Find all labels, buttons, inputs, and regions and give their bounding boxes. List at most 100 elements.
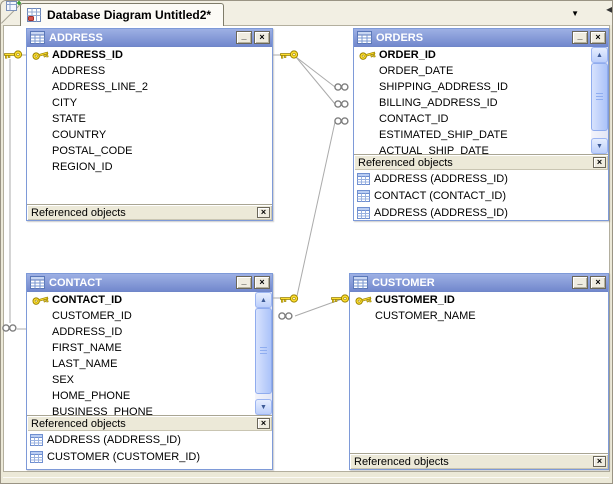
table-icon [30, 434, 43, 446]
table-icon [30, 451, 43, 463]
column-list: CUSTOMER_ID CUSTOMER_NAME [350, 292, 608, 454]
orders-titlebar[interactable]: ORDERS _ × [354, 29, 608, 47]
column-row[interactable]: POSTAL_CODE [27, 143, 272, 159]
referenced-objects-bar[interactable]: Referenced objects × [27, 415, 272, 431]
scroll-up-icon[interactable]: ▲ [591, 47, 608, 63]
referenced-object-row[interactable]: ADDRESS (ADDRESS_ID) [354, 204, 608, 220]
close-button[interactable]: × [254, 31, 270, 44]
address-titlebar[interactable]: ADDRESS _ × [27, 29, 272, 47]
referenced-objects-list: ADDRESS (ADDRESS_ID) CUSTOMER (CUSTOMER_… [27, 431, 272, 469]
tab-scroll-icon[interactable]: ◄ [604, 4, 612, 20]
scroll-down-icon[interactable]: ▼ [591, 138, 608, 154]
column-name: LAST_NAME [52, 358, 118, 370]
table-icon [30, 276, 45, 289]
table-title: ADDRESS [49, 31, 103, 44]
column-row[interactable]: ORDER_ID [354, 47, 591, 63]
panel-close-icon[interactable]: × [257, 207, 270, 218]
column-name: CUSTOMER_ID [375, 294, 455, 306]
column-name: CUSTOMER_ID [52, 310, 132, 322]
referenced-objects-bar[interactable]: Referenced objects × [27, 204, 272, 220]
column-row[interactable]: ADDRESS_LINE_2 [27, 79, 272, 95]
referenced-object-row[interactable]: ADDRESS (ADDRESS_ID) [27, 431, 272, 448]
vertical-scrollbar[interactable]: ▲ ▼ [591, 47, 608, 154]
column-name: CUSTOMER_NAME [375, 310, 476, 322]
column-row[interactable]: CUSTOMER_NAME [350, 308, 608, 324]
column-row[interactable]: ESTIMATED_SHIP_DATE [354, 127, 591, 143]
column-name: CONTACT_ID [379, 113, 449, 125]
panel-close-icon[interactable]: × [257, 418, 270, 429]
column-list: CONTACT_ID CUSTOMER_ID [27, 292, 255, 415]
referenced-objects-bar[interactable]: Referenced objects × [350, 453, 608, 469]
column-row[interactable]: BUSINESS_PHONE [27, 404, 255, 415]
scrollbar-thumb[interactable] [255, 308, 272, 394]
column-row[interactable]: CONTACT_ID [354, 111, 591, 127]
scrollbar-thumb[interactable] [591, 63, 608, 131]
close-button[interactable]: × [254, 276, 270, 289]
close-button[interactable]: × [590, 31, 606, 44]
column-row[interactable]: CUSTOMER_ID [27, 308, 255, 324]
column-row[interactable]: SHIPPING_ADDRESS_ID [354, 79, 591, 95]
referenced-object-row[interactable]: ADDRESS (ADDRESS_ID) [354, 170, 608, 187]
column-name: ADDRESS_ID [52, 326, 123, 338]
table-title: ORDERS [376, 31, 424, 44]
minimize-button[interactable]: _ [236, 31, 252, 44]
column-row[interactable]: CITY [27, 95, 272, 111]
minimize-button[interactable]: _ [572, 276, 588, 289]
tab-database-diagram[interactable]: Database Diagram Untitled2* [20, 3, 225, 26]
frame-highlight [3, 477, 609, 478]
column-name: STATE [52, 113, 86, 125]
tab-dropdown-icon[interactable]: ▼ [571, 9, 579, 18]
panel-close-icon[interactable]: × [593, 157, 606, 168]
table-icon [357, 207, 370, 219]
column-name: ADDRESS_ID [52, 49, 123, 61]
column-row[interactable]: CONTACT_ID [27, 292, 255, 308]
column-name: ADDRESS_LINE_2 [52, 81, 148, 93]
referenced-object-label: CUSTOMER (CUSTOMER_ID) [47, 451, 200, 463]
minimize-button[interactable]: _ [572, 31, 588, 44]
minimize-button[interactable]: _ [236, 276, 252, 289]
column-row[interactable]: BILLING_ADDRESS_ID [354, 95, 591, 111]
column-name: ESTIMATED_SHIP_DATE [379, 129, 508, 141]
close-button[interactable]: × [590, 276, 606, 289]
column-name: ADDRESS [52, 65, 106, 77]
referenced-objects-label: Referenced objects [354, 455, 449, 468]
scroll-down-icon[interactable]: ▼ [255, 399, 272, 415]
column-row[interactable]: CUSTOMER_ID [350, 292, 608, 308]
referenced-objects-label: Referenced objects [31, 417, 126, 430]
scroll-up-icon[interactable]: ▲ [255, 292, 272, 308]
referenced-objects-bar[interactable]: Referenced objects × [354, 154, 608, 170]
column-row[interactable]: SEX [27, 372, 255, 388]
referenced-object-row[interactable]: CUSTOMER (CUSTOMER_ID) [27, 448, 272, 465]
column-name: HOME_PHONE [52, 390, 131, 402]
column-row[interactable]: ORDER_DATE [354, 63, 591, 79]
column-row[interactable]: HOME_PHONE [27, 388, 255, 404]
column-row[interactable]: ADDRESS [27, 63, 272, 79]
table-icon [357, 31, 372, 44]
column-row[interactable]: STATE [27, 111, 272, 127]
customer-titlebar[interactable]: CUSTOMER _ × [350, 274, 608, 292]
referenced-object-label: ADDRESS (ADDRESS_ID) [47, 434, 181, 446]
column-row[interactable]: ACTUAL_SHIP_DATE [354, 143, 591, 154]
column-row[interactable]: ADDRESS_ID [27, 47, 272, 63]
referenced-object-label: ADDRESS (ADDRESS_ID) [374, 173, 508, 185]
primary-key-icon [355, 294, 372, 306]
column-row[interactable]: COUNTRY [27, 127, 272, 143]
contact-titlebar[interactable]: CONTACT _ × [27, 274, 272, 292]
column-name: FIRST_NAME [52, 342, 122, 354]
primary-key-icon [32, 49, 49, 61]
column-row[interactable]: LAST_NAME [27, 356, 255, 372]
column-name: BILLING_ADDRESS_ID [379, 97, 498, 109]
column-row[interactable]: FIRST_NAME [27, 340, 255, 356]
panel-close-icon[interactable]: × [593, 456, 606, 467]
referenced-objects-label: Referenced objects [358, 156, 453, 169]
column-row[interactable]: ADDRESS_ID [27, 324, 255, 340]
referenced-object-row[interactable]: CONTACT (CONTACT_ID) [354, 187, 608, 204]
column-name: SEX [52, 374, 75, 386]
column-row[interactable]: REGION_ID [27, 159, 272, 175]
column-name: ORDER_ID [379, 49, 436, 61]
vertical-scrollbar[interactable]: ▲ ▼ [255, 292, 272, 415]
database-diagram-icon [27, 8, 41, 22]
referenced-object-label: CONTACT (CONTACT_ID) [374, 190, 506, 202]
column-name: POSTAL_CODE [52, 145, 133, 157]
